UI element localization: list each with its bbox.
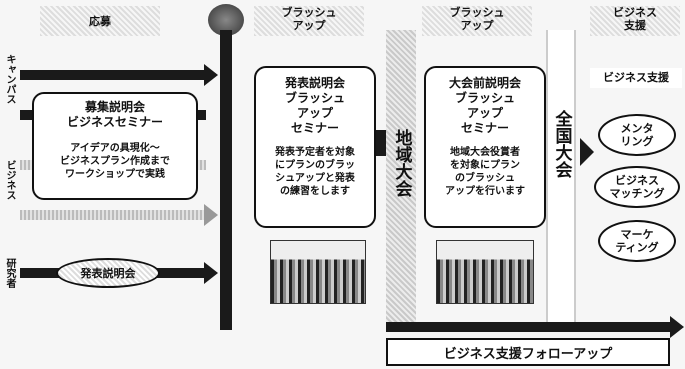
arrow-head-icon [204, 262, 218, 284]
business-matching-oval: ビジネス マッチング [594, 166, 680, 208]
header-brushup-1: ブラッシュ アップ [254, 6, 364, 36]
follow-up-arrow [386, 322, 671, 332]
brushup-seminar-box-2: 大会前説明会 ブラッシュ アップ セミナー 地域大会役賞者 を対象にプラン のブ… [424, 66, 546, 228]
arrow-campus-top [20, 70, 206, 80]
marketing-oval: マーケ ティング [598, 220, 676, 262]
national-contest-text: 全国大会 [551, 110, 572, 178]
regional-contest-label: 地域大会 [391, 110, 412, 202]
row-label-business: ビジネス [3, 160, 15, 204]
seminar-photo-2 [436, 240, 534, 304]
row-label-research: 研究者 [3, 258, 15, 292]
seminar-photo-1 [270, 240, 366, 304]
arrow-head-icon [580, 138, 594, 166]
recruitment-seminar-box: 募集説明会 ビジネスセミナー アイデアの具現化～ ビジネスプラン作成まで ワーク… [32, 92, 198, 200]
national-contest-label: 全国大会 [551, 110, 572, 183]
row-label-campus: キャンパス [3, 54, 15, 108]
row-label-research-text: 研究者 [4, 258, 15, 288]
brushup-seminar-1-body: 発表予定者を対象 にプランのブラッ シュアップと発表 の練習をします [275, 147, 355, 197]
header-brushup-2: ブラッシュ アップ [422, 6, 532, 36]
row-label-campus-text: キャンパス [4, 54, 15, 104]
regional-contest-text: 地域大会 [391, 129, 412, 197]
follow-up-box: ビジネス支援フォローアップ [386, 338, 670, 366]
arrow-head-icon [204, 204, 218, 226]
header-apply: 応募 [40, 6, 160, 36]
presentation-briefing-oval: 発表説明会 [56, 258, 160, 288]
brushup-seminar-2-body: 地域大会役賞者 を対象にプラン のブラッシュ アップを行います [445, 147, 525, 197]
brushup-seminar-1-title: 発表説明会 ブラッシュ アップ セミナー [284, 76, 345, 135]
connector-icon [376, 130, 386, 156]
divider-bar [220, 30, 232, 330]
header-apply-text: 応募 [89, 14, 111, 28]
business-support-label: ビジネス支援 [590, 68, 682, 88]
brushup-seminar-box-1: 発表説明会 ブラッシュ アップ セミナー 発表予定者を対象 にプランのブラッ シ… [254, 66, 376, 228]
header-business-support: ビジネス 支援 [590, 6, 680, 36]
arrow-head-icon [204, 64, 218, 86]
mentoring-oval: メンタ リング [598, 114, 676, 156]
arrow-head-icon [670, 316, 684, 338]
national-band [546, 30, 576, 330]
brushup-seminar-2-title: 大会前説明会 ブラッシュ アップ セミナー [448, 76, 521, 135]
recruitment-seminar-title: 募集説明会 ビジネスセミナー [66, 100, 163, 129]
recruitment-seminar-body: アイデアの具現化～ ビジネスプラン作成まで ワークショップで実践 [60, 143, 170, 180]
regional-band [386, 30, 416, 330]
row-label-business-text: ビジネス [4, 160, 15, 200]
arrow-business-bottom [20, 210, 206, 220]
